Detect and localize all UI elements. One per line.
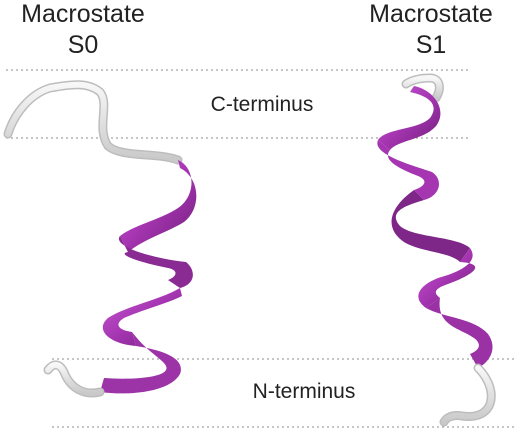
s0-helix-turn-3 xyxy=(102,288,182,346)
s0-helix-turn-4 xyxy=(100,332,181,394)
macrostate-s1-title-line1: Macrostate xyxy=(369,0,493,28)
n-terminus-label: N-terminus xyxy=(253,380,356,403)
s1-helix-turn-2 xyxy=(377,140,439,200)
s1-helix-turn-5 xyxy=(426,298,493,368)
s1-helix-turn-3 xyxy=(391,190,470,262)
s1-helix-turn-4 xyxy=(418,248,476,308)
c-terminus-label: C-terminus xyxy=(211,93,314,116)
macrostate-s0-title-line1: Macrostate xyxy=(21,0,145,28)
macrostate-s0-title-line2: S0 xyxy=(68,31,99,59)
s0-helix-turn-2 xyxy=(118,236,193,288)
s1-peptide-structure xyxy=(377,73,496,427)
s1-helix-turn-1 xyxy=(378,86,441,150)
s0-helix-turn-1 xyxy=(120,160,197,252)
s0-peptide-structure xyxy=(3,80,197,398)
macrostate-s1-title-line2: S1 xyxy=(416,31,447,59)
